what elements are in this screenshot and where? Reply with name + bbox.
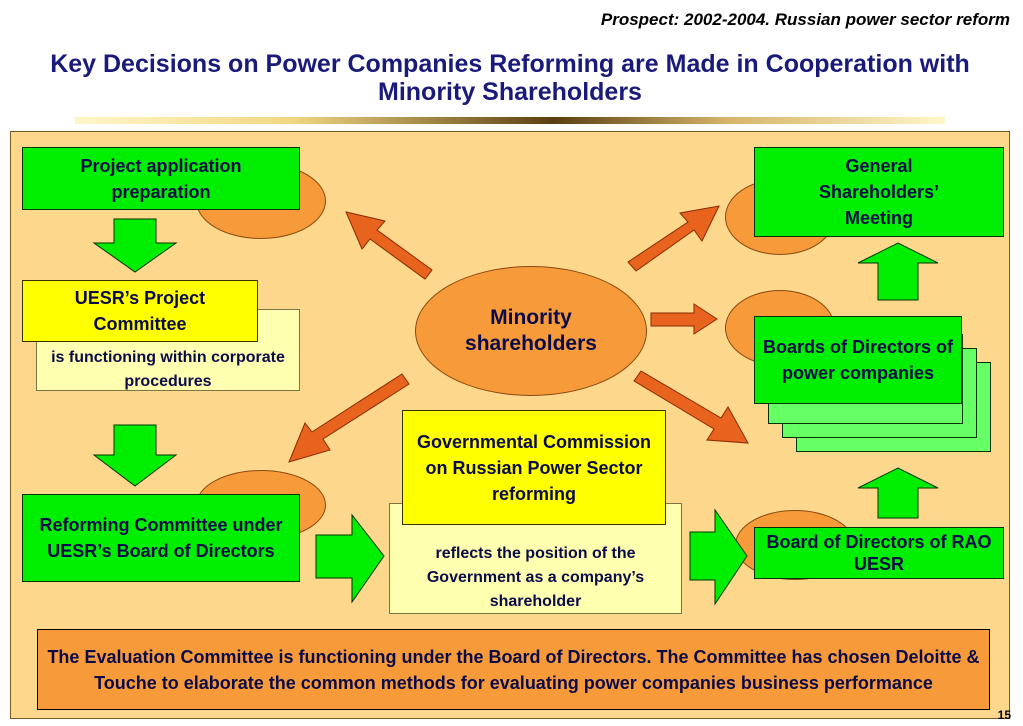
green-arrow-down-1	[92, 218, 178, 273]
evaluation-note-box: The Evaluation Committee is functioning …	[37, 629, 990, 710]
green-arrow-up-2	[857, 467, 939, 519]
green-arrow-up-1	[857, 242, 939, 301]
slide-subtitle: Prospect: 2002-2004. Russian power secto…	[600, 10, 1010, 29]
board-rao-box: Board of Directors of RAO UESR	[754, 527, 1004, 579]
board-rao-label: Board of Directors of RAO UESR	[766, 532, 992, 574]
green-arrow-right-2	[689, 508, 748, 606]
orange-arrow-to-project	[345, 211, 433, 280]
gov-commission-box: Governmental Commission on Russian Power…	[402, 410, 666, 525]
orange-arrow-to-boards-lower	[633, 370, 749, 444]
evaluation-note: The Evaluation Committee is functioning …	[47, 646, 980, 693]
title-divider	[75, 117, 945, 124]
orange-arrow-to-general-meeting	[627, 205, 720, 272]
reforming-committee-label: Reforming Committee under UESR’s Board o…	[39, 515, 283, 561]
boards-power-label: Boards of Directors of power companies	[762, 337, 954, 383]
uesr-committee-label: UESR’s Project Committee	[74, 288, 206, 334]
general-meeting-box: General Shareholders’ Meeting	[754, 147, 1004, 237]
minority-shareholders-oval: Minority shareholders	[415, 266, 647, 396]
reforming-committee-box: Reforming Committee under UESR’s Board o…	[22, 494, 300, 582]
general-meeting-label: General Shareholders’ Meeting	[818, 156, 940, 228]
boards-power-box: Boards of Directors of power companies	[754, 316, 962, 404]
uesr-committee-note: is functioning within corporate procedur…	[51, 349, 285, 390]
gov-commission-note: reflects the position of the Government …	[426, 545, 645, 610]
green-arrow-down-2	[92, 424, 178, 487]
orange-arrow-to-boards	[650, 303, 718, 335]
minority-shareholders-label: Minority shareholders	[465, 306, 597, 355]
project-application-box: Project application preparation	[22, 147, 300, 210]
green-arrow-right-1	[315, 513, 385, 604]
project-application-label: Project application preparation	[80, 155, 242, 202]
gov-commission-label: Governmental Commission on Russian Power…	[416, 431, 652, 504]
slide-title: Key Decisions on Power Companies Reformi…	[50, 50, 970, 106]
uesr-committee-box: UESR’s Project Committee	[22, 280, 258, 342]
orange-arrow-to-reforming	[288, 373, 410, 463]
page-number: 15	[997, 708, 1011, 722]
